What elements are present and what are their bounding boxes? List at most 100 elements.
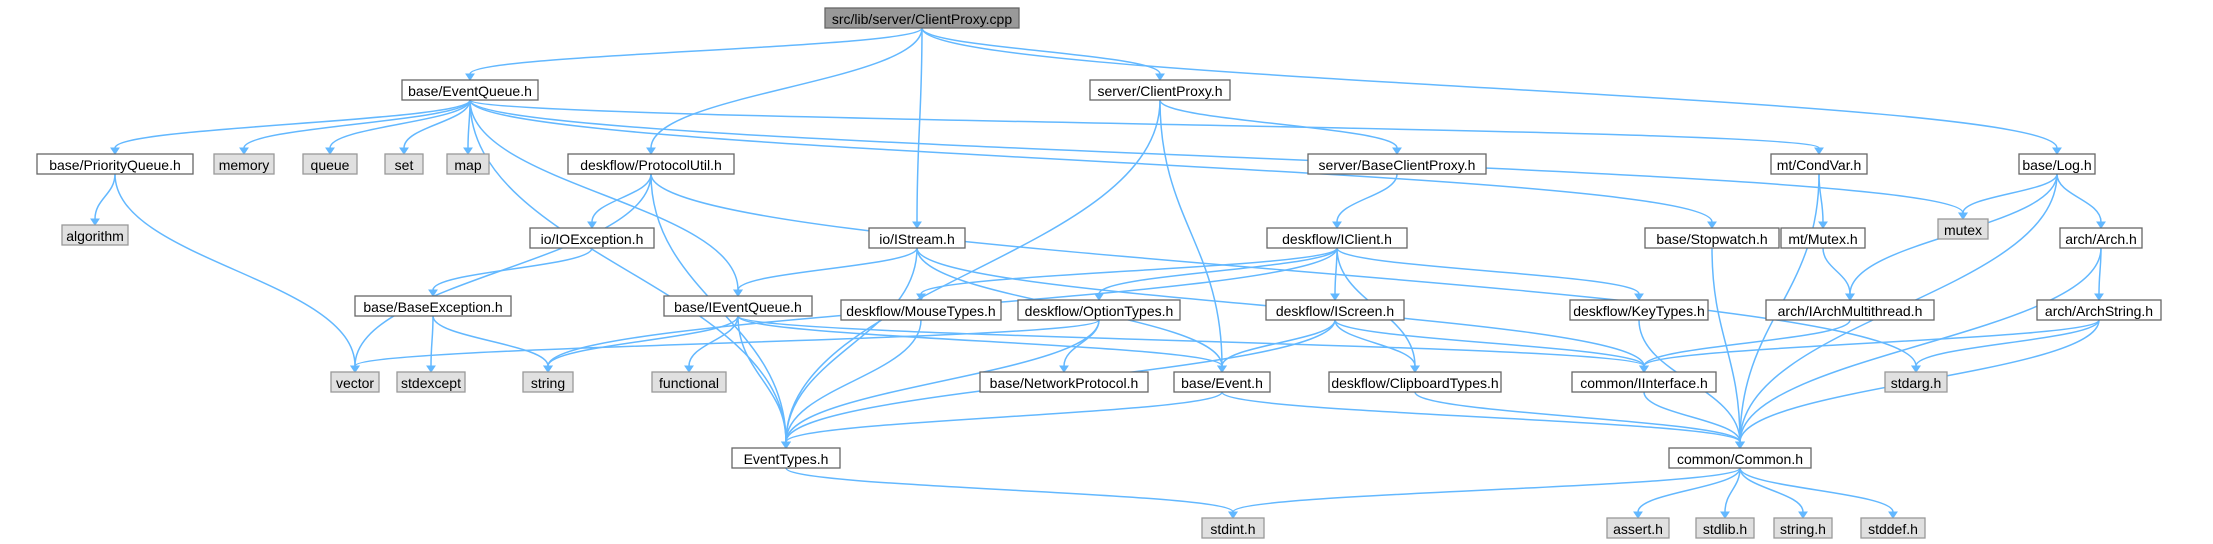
node-box [868,227,966,249]
arrowhead-icon [90,218,100,226]
header-file-node[interactable]: base/IEventQueue.h [663,295,813,317]
node-box [61,224,129,246]
node-box [1860,517,1926,539]
header-file-node[interactable]: mt/CondVar.h [1770,153,1868,175]
header-file-node[interactable]: common/Common.h [1668,447,1812,469]
node-box [302,153,358,175]
edge-clientproxy_cpp-to-istream_h [916,27,923,223]
node-box [567,153,735,175]
header-file-node[interactable]: arch/ArchString.h [2036,299,2162,321]
edge-iclient_h-to-optiontypes_h [1098,247,1338,295]
arrowhead-icon [428,289,438,297]
node-label: EventTypes.h [744,451,829,467]
header-file-node[interactable]: base/Event.h [1173,371,1271,393]
node-label: map [454,157,481,173]
node-label: common/IInterface.h [1580,375,1708,391]
node-box [1201,517,1265,539]
header-file-node[interactable]: base/Stopwatch.h [1644,227,1780,249]
node-box [663,295,813,317]
edge-base_client_proxy_h-to-iclient_h [1336,173,1398,223]
node-box [1668,447,1812,469]
node-label: base/IEventQueue.h [674,299,802,315]
edge-event_queue_h-to-ieventqueue_h [469,99,739,291]
edge-common_h-to-assert_h [1637,467,1741,513]
header-file-node[interactable]: server/ClientProxy.h [1089,79,1231,101]
edge-event_types_h-to-stdint_h [785,467,1234,513]
arrowhead-icon [350,365,360,373]
node-label: arch/IArchMultithread.h [1778,303,1923,319]
edge-arch_string_h-to-stdarg_h [1915,319,2100,367]
node-box [1780,227,1866,249]
node-label: arch/ArchString.h [2045,303,2153,319]
arrowhead-icon [2094,293,2104,301]
node-label: base/EventQueue.h [408,83,532,99]
header-file-node[interactable]: io/IOException.h [529,227,655,249]
system-header-node: string [522,371,574,393]
header-file-node[interactable]: base/NetworkProtocol.h [979,371,1149,393]
arrowhead-icon [1707,221,1717,229]
header-file-node[interactable]: EventTypes.h [731,447,841,469]
header-file-node[interactable]: mt/Mutex.h [1780,227,1866,249]
header-file-node[interactable]: arch/Arch.h [2059,227,2143,249]
header-file-node[interactable]: base/BaseException.h [354,295,512,317]
edge-log_h-to-mutex [1962,173,2058,214]
header-file-node[interactable]: deskflow/ClipboardTypes.h [1328,371,1502,393]
header-file-node[interactable]: deskflow/MouseTypes.h [840,299,1002,321]
edge-server_clientproxy_h-to-base_client_proxy_h [1159,99,1398,149]
edge-common_h-to-stdlib_h [1724,467,1741,513]
edge-ioexception_h-to-base_exception_h [432,247,593,291]
node-box [840,299,1002,321]
node-label: server/BaseClientProxy.h [1319,157,1476,173]
edge-common_h-to-string_h [1739,467,1804,513]
arrowhead-icon [463,147,473,155]
edge-arch_string_h-to-iinterface_h [1643,319,2100,367]
header-nodes: src/lib/server/ClientProxy.cpp base/Event… [36,7,2162,539]
edge-clientproxy_cpp-to-event_queue_h [469,27,923,75]
edge-event_queue_h-to-queue [329,99,471,149]
header-file-node[interactable]: io/IStream.h [868,227,966,249]
node-box [979,371,1149,393]
arrowhead-icon [1845,293,1855,301]
header-file-node[interactable]: server/BaseClientProxy.h [1307,153,1487,175]
header-file-node[interactable]: deskflow/IClient.h [1266,227,1408,249]
system-header-node: stdexcept [396,371,466,393]
node-label: queue [311,157,350,173]
root-file-node[interactable]: src/lib/server/ClientProxy.cpp [824,7,1020,29]
header-file-node[interactable]: deskflow/KeyTypes.h [1569,299,1709,321]
header-file-node[interactable]: deskflow/ProtocolUtil.h [567,153,735,175]
node-box [1884,371,1948,393]
header-file-node[interactable]: base/Log.h [2018,153,2096,175]
node-label: memory [219,157,270,173]
node-label: vector [336,375,374,391]
edge-ieventqueue_h-to-event_h [737,315,1223,367]
arrowhead-icon [2096,221,2106,229]
node-label: base/Stopwatch.h [1656,231,1767,247]
header-file-node[interactable]: deskflow/IScreen.h [1265,299,1405,321]
edge-ieventqueue_h-to-string [547,315,739,367]
node-label: deskflow/IScreen.h [1276,303,1394,319]
header-file-node[interactable]: common/IInterface.h [1571,371,1717,393]
header-file-node[interactable]: base/PriorityQueue.h [36,153,194,175]
edge-iclient_h-to-mousetypes_h [920,247,1338,295]
edge-istream_h-to-event_types_h [785,247,918,443]
arrowhead-icon [1155,73,1165,81]
arrowhead-icon [587,221,597,229]
system-header-node: mutex [1937,218,1989,240]
edge-event_queue_h-to-priority_queue_h [114,99,471,149]
arrowhead-icon [1217,365,1227,373]
node-box [1937,218,1989,240]
header-file-node[interactable]: base/EventQueue.h [401,79,539,101]
edge-event_h-to-event_types_h [785,391,1223,443]
arrowhead-icon [325,147,335,155]
arrowhead-icon [1059,365,1069,373]
node-label: base/Event.h [1181,375,1263,391]
edge-event_queue_h-to-mutex [469,99,1964,214]
arrowhead-icon [110,147,120,155]
system-header-node: stddef.h [1860,517,1926,539]
arrowhead-icon [684,365,694,373]
header-file-node[interactable]: arch/IArchMultithread.h [1765,299,1935,321]
header-file-node[interactable]: deskflow/OptionTypes.h [1017,299,1181,321]
node-box [1307,153,1487,175]
node-label: deskflow/KeyTypes.h [1573,303,1705,319]
